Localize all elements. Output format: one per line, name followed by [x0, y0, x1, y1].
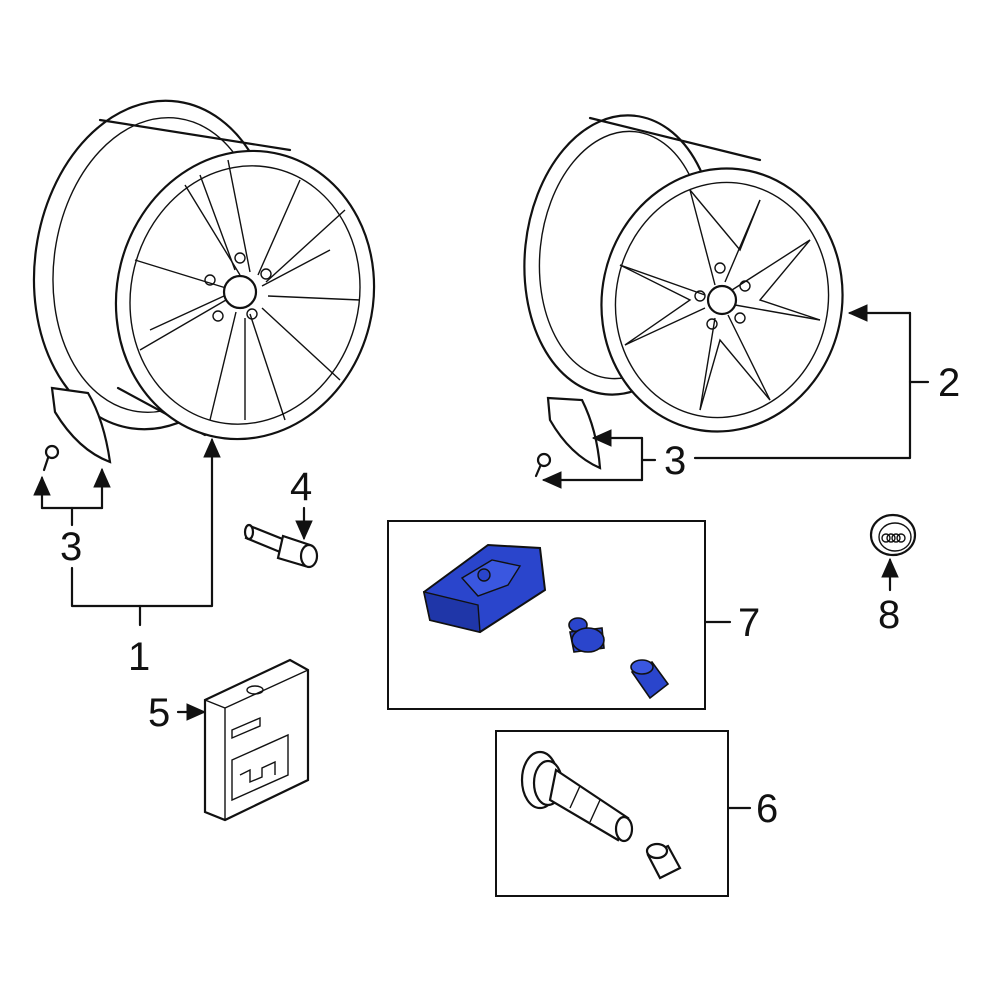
callout-3-right: 3 — [664, 439, 686, 483]
tpms-sensor[interactable] — [422, 543, 547, 634]
leader-lines-left — [33, 437, 221, 627]
wheel-1[interactable] — [13, 85, 404, 467]
center-cap[interactable] — [869, 513, 917, 557]
callout-1: 1 — [128, 635, 150, 679]
tpms-sensor-box — [387, 520, 706, 710]
callout-5: 5 — [148, 691, 170, 735]
balance-weight-right[interactable] — [534, 396, 602, 478]
valve-stem-box — [495, 730, 729, 897]
tpms-grommet[interactable] — [568, 617, 605, 653]
leader-lines-right — [541, 304, 930, 489]
valve-stem[interactable] — [520, 750, 634, 843]
rings-logo-icon — [881, 533, 906, 543]
lug-bolt[interactable] — [243, 523, 319, 569]
callout-4: 4 — [290, 465, 312, 509]
callout-8: 8 — [878, 593, 900, 637]
sensor-kit-package[interactable] — [203, 658, 310, 822]
wheel-2[interactable] — [511, 106, 867, 454]
callout-6: 6 — [756, 787, 778, 831]
callout-2: 2 — [938, 361, 960, 405]
callout-7: 7 — [738, 601, 760, 645]
callout-3-left: 3 — [60, 525, 82, 569]
valve-stem-cap[interactable] — [645, 842, 682, 880]
tpms-valve-cap[interactable] — [630, 659, 670, 700]
balance-weight-left[interactable] — [42, 386, 112, 472]
